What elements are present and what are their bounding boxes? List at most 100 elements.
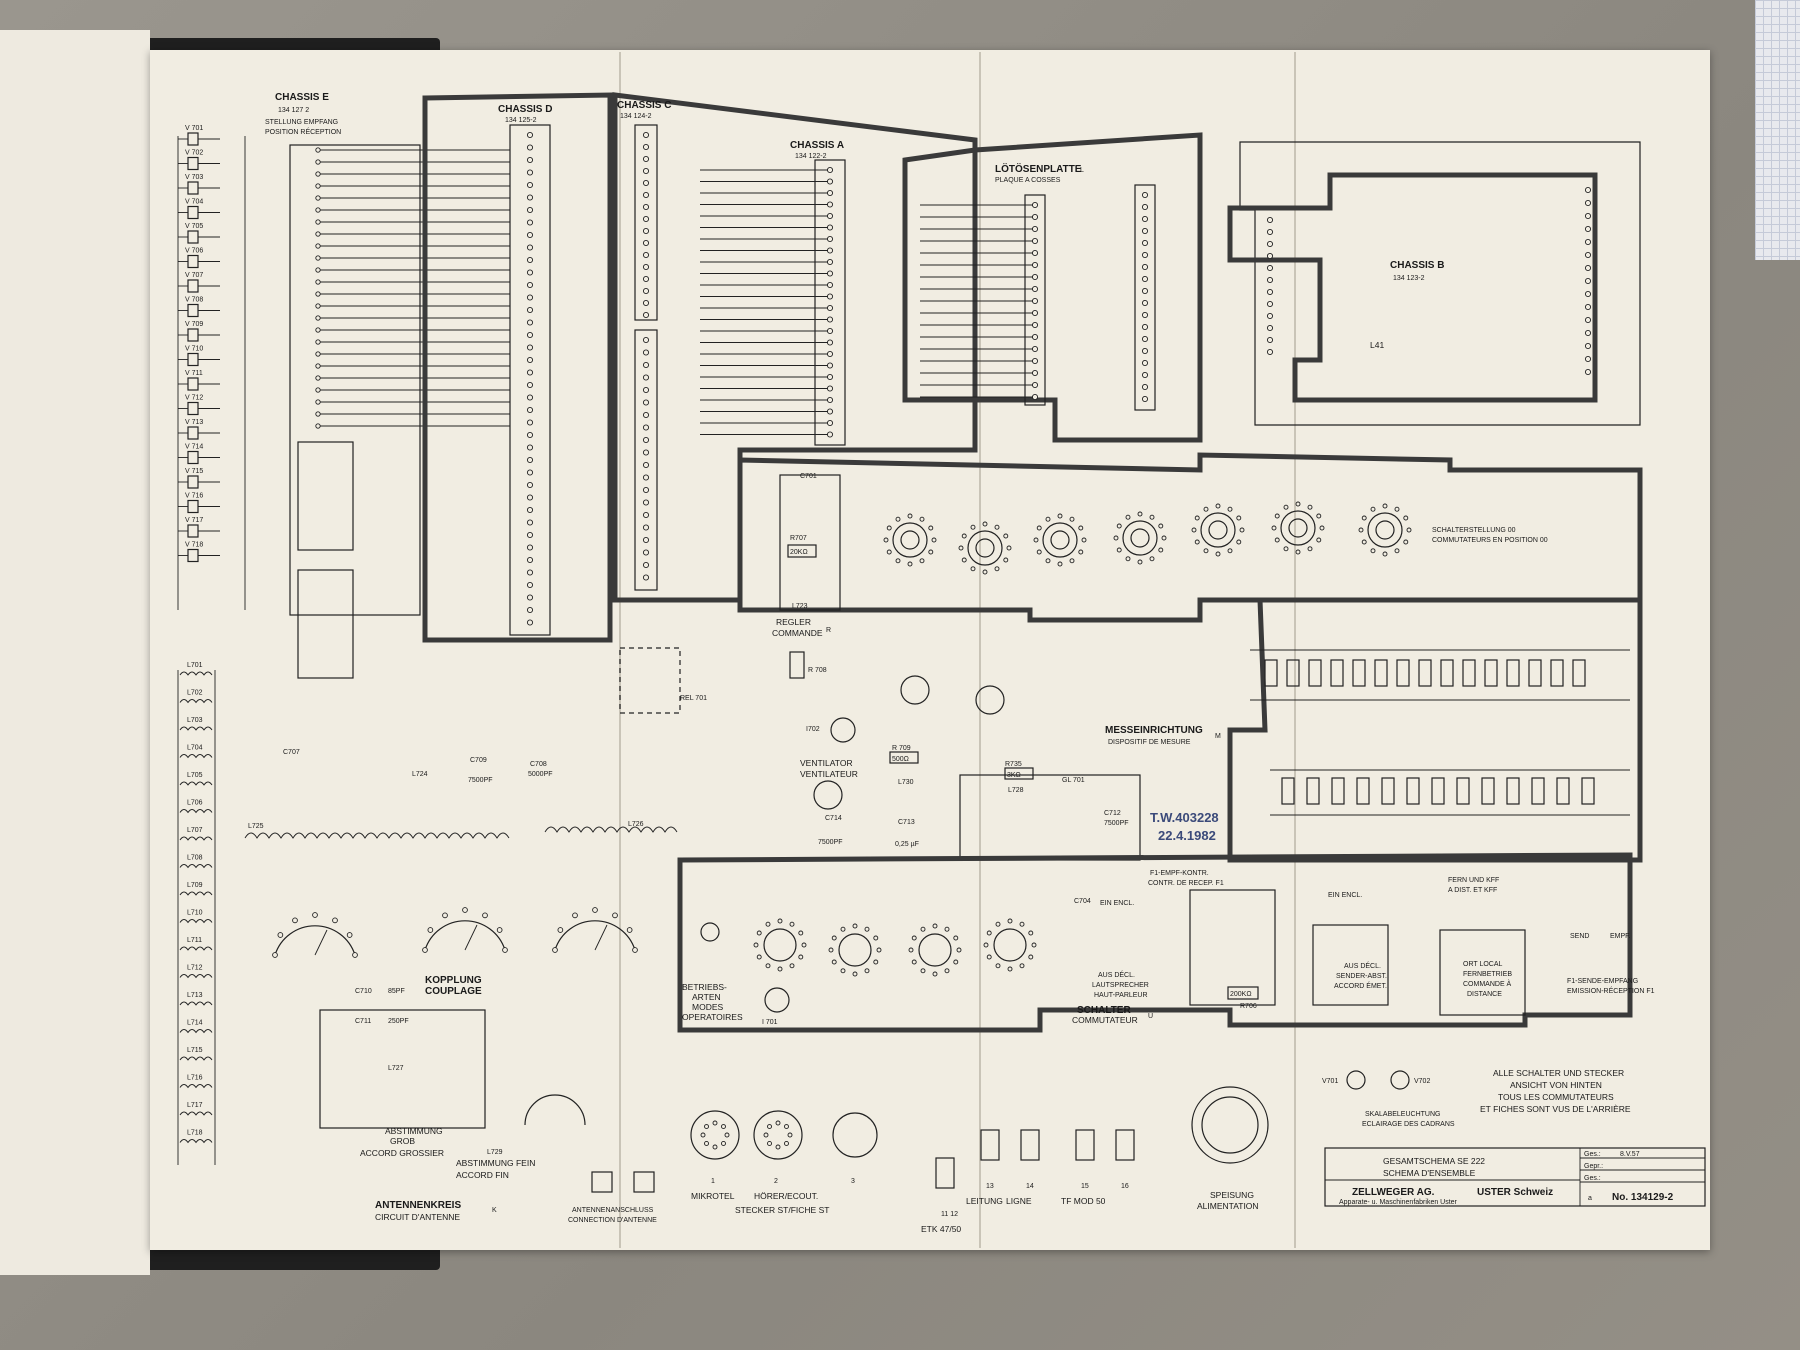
chassis-b-pin: [1584, 329, 1592, 337]
plug-label: ETK 47/50: [921, 1224, 961, 1234]
f1-sende-subtitle: EMISSION-RÉCEPTION F1: [1567, 986, 1655, 995]
plate-l-pin: [1141, 215, 1149, 223]
plug-pin: [775, 1120, 781, 1126]
switch-contact: [1307, 546, 1313, 552]
switch-contact: [1203, 548, 1209, 554]
chassis-d-pin: [526, 369, 534, 376]
switch-contact: [994, 524, 1000, 530]
switch-contact: [496, 927, 503, 933]
switch-contact: [1227, 506, 1233, 512]
plate-l-pin: [1031, 249, 1039, 257]
switch-contact: [1403, 539, 1409, 545]
antennenanschluss-title: ANTENNENANSCHLUSS: [572, 1207, 654, 1214]
inductor-label: L705: [187, 772, 203, 779]
plug-pin: [712, 1120, 718, 1126]
switch-contact: [944, 926, 950, 932]
plate-l-pin: [1031, 225, 1039, 233]
c714-value: 7500PF: [818, 839, 843, 846]
chassis-d-pin: [526, 181, 534, 189]
resistor: [1352, 659, 1366, 687]
arc-switch: [554, 920, 636, 951]
plate-l-pin: [1141, 251, 1149, 259]
rotary-switch-hub: [1375, 520, 1395, 540]
switch-contact: [552, 947, 558, 953]
sender-accord: ACCORD ÉMET.: [1334, 981, 1387, 990]
plug-pin: [724, 1132, 730, 1138]
switch-contact: [931, 537, 937, 543]
chassis-c-pin: [642, 336, 650, 344]
chassis-a-pin: [826, 281, 834, 289]
chassis-d-pin: [526, 444, 534, 451]
lamp-label: V 712: [185, 395, 203, 402]
lamp-label: V 710: [185, 346, 203, 353]
messeinrichtung-title: MESSEINRICHTUNG: [1105, 725, 1203, 736]
resistor: [1418, 659, 1432, 687]
plate-l-outline: [902, 132, 1203, 443]
chassis-b-pin: [1584, 238, 1592, 246]
chassis-d-pin: [526, 456, 534, 464]
plate-l-pin: [1031, 357, 1039, 365]
chassis-d-pin: [526, 244, 534, 251]
chassis-b-pin: [1266, 324, 1274, 332]
chassis-c-pin: [642, 449, 650, 456]
plug-pin: [784, 1124, 789, 1129]
chassis-b-pin: [1266, 348, 1274, 356]
plate-l-pin: [1141, 275, 1149, 283]
chassis-c-pin: [642, 167, 650, 175]
plug-pin: [721, 1141, 726, 1146]
resistor: [1264, 659, 1278, 687]
betriebsarten-line2: ARTEN: [692, 992, 721, 1002]
lamp-symbol: [187, 426, 199, 440]
switch-contact: [1370, 506, 1376, 512]
coil-l725: [244, 832, 510, 839]
inductor-label: L713: [187, 992, 203, 999]
lamp-label: V 717: [185, 517, 203, 524]
chassis-a-pins: [700, 166, 834, 438]
switch-contact: [1031, 942, 1037, 948]
c712-label: C712: [1104, 810, 1121, 817]
plug-round: [753, 1110, 803, 1160]
chassis-c-pin: [642, 386, 650, 394]
chassis-c-pin: [642, 561, 650, 569]
terminal: [315, 363, 321, 369]
c710-label: C710: [355, 988, 372, 995]
r735-label: R735: [1005, 761, 1022, 768]
chassis-e-number: 134 127 2: [278, 107, 309, 114]
switch-contact: [612, 912, 618, 919]
ges-value: 8.V.57: [1620, 1151, 1640, 1158]
chassis-a-pin: [826, 431, 834, 438]
terminal: [315, 375, 321, 381]
switch-contact: [961, 557, 967, 563]
lamp-symbol: [187, 450, 199, 465]
plug-jack: [1115, 1129, 1135, 1161]
lamp-label: V 708: [185, 297, 203, 304]
switch-contact: [995, 963, 1001, 969]
ein-encl-title: EIN ENCL.: [1100, 900, 1134, 907]
switch-contact: [1158, 547, 1164, 553]
chassis-b-pin: [1584, 251, 1592, 259]
switch-contact: [1078, 549, 1084, 555]
plate-l-pin: [1141, 227, 1149, 235]
resistor: [1306, 777, 1320, 805]
switch-contact: [840, 926, 846, 932]
switch-contact: [346, 932, 353, 938]
plug-pin: [763, 1132, 769, 1138]
chassis-e-connector-upper: [297, 441, 354, 551]
plug-jack: [1075, 1129, 1095, 1161]
terminal: [315, 291, 321, 297]
lamp-symbol: [187, 254, 199, 269]
chassis-c-pin: [642, 486, 650, 494]
inductor-column: L701L702L703L704L705L706L707L708L709L710…: [177, 662, 216, 1165]
chassis-d-pin: [526, 194, 534, 201]
chassis-d-pins: [526, 131, 534, 626]
switch-contact: [1057, 561, 1063, 567]
switch-contact: [1033, 537, 1039, 543]
switch-contact: [1403, 515, 1409, 521]
inductor-symbol: [179, 864, 213, 869]
terminal: [315, 279, 321, 285]
chassis-b-pin: [1584, 264, 1592, 272]
terminal: [315, 171, 321, 177]
resistor-array: [1250, 649, 1630, 816]
selector-switch-1: [900, 675, 930, 705]
l725-label: L725: [248, 823, 264, 830]
